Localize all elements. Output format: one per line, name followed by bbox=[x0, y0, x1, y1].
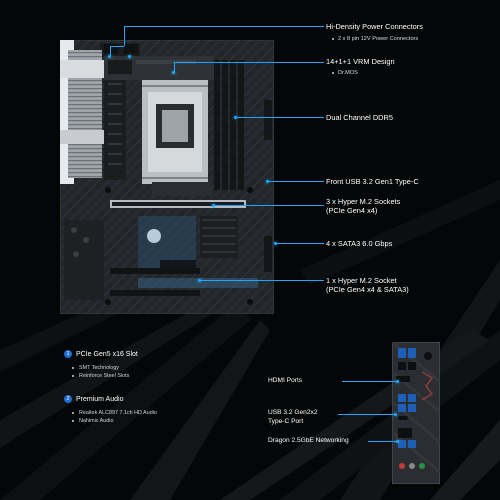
callout-power-connectors: Hi-Density Power Connectors 2 x 8 pin 12… bbox=[326, 22, 423, 43]
callout-title-line1: 1 x Hyper M.2 Socket bbox=[326, 276, 397, 285]
motherboard-image bbox=[60, 40, 274, 314]
usbc-leader bbox=[268, 181, 324, 182]
bullet-dot bbox=[72, 375, 74, 377]
callout-title: 14+1+1 VRM Design bbox=[326, 57, 395, 66]
number-badge: 1 bbox=[64, 350, 72, 358]
m2a-pin bbox=[212, 204, 215, 207]
power-pin-2 bbox=[128, 55, 131, 58]
usbc-pin bbox=[266, 180, 269, 183]
list-item: Realtek ALC897 7.1ch HD Audio bbox=[72, 409, 157, 417]
feature-audio: 2 Premium Audio Realtek ALC897 7.1ch HD … bbox=[64, 395, 157, 425]
callout-title-line1: 3 x Hyper M.2 Sockets bbox=[326, 197, 401, 206]
callout-title: Front USB 3.2 Gen1 Type-C bbox=[326, 177, 419, 186]
bullet-dot bbox=[72, 420, 74, 422]
callout-title-line2: (PCIe Gen4 x4 & SATA3) bbox=[326, 285, 409, 294]
vrm-leader-vertical bbox=[174, 62, 175, 72]
callout-subtitle: Dr.MOS bbox=[338, 70, 358, 76]
m2b-leader bbox=[200, 280, 324, 281]
callout-title: Hi-Density Power Connectors bbox=[326, 22, 423, 31]
bullet-dot bbox=[72, 412, 74, 414]
vrm-pin bbox=[172, 71, 175, 74]
callout-sata: 4 x SATA3 6.0 Gbps bbox=[326, 239, 392, 248]
list-item: Nahimic Audio bbox=[72, 417, 157, 425]
usb-c-rear-pin bbox=[394, 413, 397, 416]
io-usb-label-line1: USB 3.2 Gen2x2 bbox=[268, 409, 318, 416]
bullet-dot bbox=[332, 38, 334, 40]
ddr-leader bbox=[236, 117, 324, 118]
m2b-pin bbox=[198, 279, 201, 282]
feature-title: PCIe Gen5 x16 Slot bbox=[76, 350, 138, 358]
feature-pcie: 1 PCIe Gen5 x16 Slot SMT Technology Rein… bbox=[64, 350, 138, 380]
hdmi-pin bbox=[396, 380, 399, 383]
callout-title: Dual Channel DDR5 bbox=[326, 113, 393, 122]
power-leader-vertical-b bbox=[124, 26, 125, 46]
rear-io-panel-image bbox=[392, 342, 440, 484]
sata-pin bbox=[274, 242, 277, 245]
vrm-leader bbox=[174, 62, 324, 63]
power-leader-horizontal-a bbox=[110, 46, 124, 47]
usb-c-rear-leader bbox=[338, 414, 396, 415]
power-pin bbox=[108, 55, 111, 58]
callout-subtitle: 2 x 8 pin 12V Power Connectors bbox=[338, 36, 419, 42]
lan-leader bbox=[368, 441, 398, 442]
list-item: SMT Technology bbox=[72, 364, 138, 372]
io-lan-label: Dragon 2.5GbE Networking bbox=[268, 437, 349, 444]
bullet-dot bbox=[332, 72, 334, 74]
callout-m2-sockets: 3 x Hyper M.2 Sockets (PCIe Gen4 x4) bbox=[326, 197, 400, 215]
hdmi-leader bbox=[342, 381, 398, 382]
callout-m2-socket-sata: 1 x Hyper M.2 Socket (PCIe Gen4 x4 & SAT… bbox=[326, 276, 409, 294]
ddr-pin bbox=[234, 116, 237, 119]
feature-title: Premium Audio bbox=[76, 395, 124, 403]
callout-front-usbc: Front USB 3.2 Gen1 Type-C bbox=[326, 177, 419, 186]
callout-title-line2: (PCIe Gen4 x4) bbox=[326, 206, 378, 215]
lan-pin bbox=[396, 440, 399, 443]
list-item: Reinforce Steel Slots bbox=[72, 372, 138, 380]
power-leader-horizontal bbox=[124, 26, 324, 27]
io-usb-label-line2: Type-C Port bbox=[268, 418, 304, 425]
power-leader-vertical bbox=[110, 46, 111, 56]
sata-leader bbox=[276, 243, 324, 244]
callout-vrm: 14+1+1 VRM Design Dr.MOS bbox=[326, 57, 395, 77]
bullet-dot bbox=[72, 367, 74, 369]
callout-ddr5: Dual Channel DDR5 bbox=[326, 113, 393, 122]
number-badge: 2 bbox=[64, 395, 72, 403]
io-hdmi-label: HDMI Ports bbox=[268, 377, 303, 384]
callout-title: 4 x SATA3 6.0 Gbps bbox=[326, 239, 393, 248]
m2a-leader bbox=[214, 205, 324, 206]
